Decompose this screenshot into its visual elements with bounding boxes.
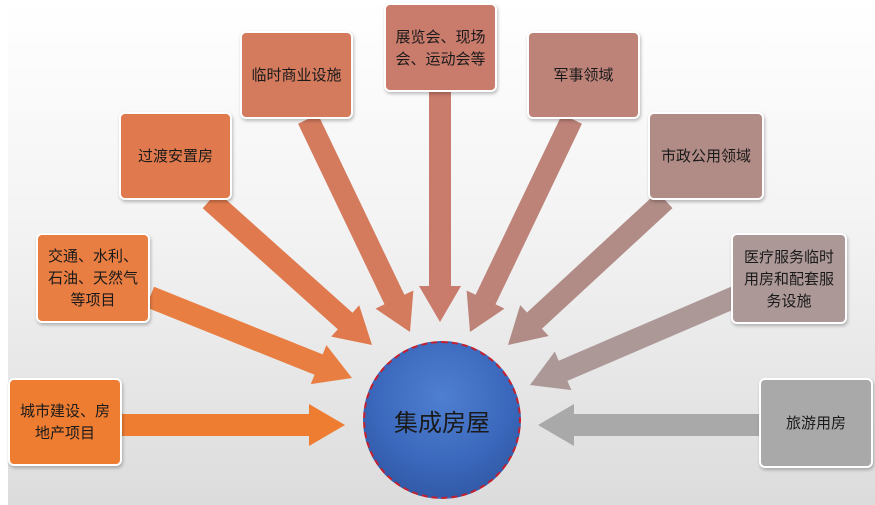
node-military-label: 军事领域 xyxy=(553,66,614,84)
node-tourism-label: 旅游用房 xyxy=(785,414,846,432)
node-tourism: 旅游用房 xyxy=(759,378,873,468)
center-node-label: 集成房屋 xyxy=(394,408,490,437)
node-transport-label: 交通、水利、石油、天然气等项目 xyxy=(47,247,138,309)
node-medical-label: 医疗服务临时用房和配套服务设施 xyxy=(743,247,834,310)
node-transition: 过渡安置房 xyxy=(119,112,232,200)
arrow-urban xyxy=(122,404,345,446)
arrow-military xyxy=(466,114,582,332)
arrow-municipal xyxy=(508,191,673,345)
arrow-medical xyxy=(530,286,740,391)
node-temp-commercial-label: 临时商业设施 xyxy=(251,66,342,84)
node-municipal: 市政公用领域 xyxy=(648,112,764,200)
arrow-exhibition xyxy=(419,92,461,322)
node-urban-label: 城市建设、房地产项目 xyxy=(19,402,110,442)
arrow-transport xyxy=(145,286,352,385)
node-urban: 城市建设、房地产项目 xyxy=(8,378,122,466)
center-node: 集成房屋 xyxy=(363,341,521,499)
arrow-transition xyxy=(202,191,372,345)
node-temp-commercial: 临时商业设施 xyxy=(240,31,353,119)
node-transport: 交通、水利、石油、天然气等项目 xyxy=(36,233,150,323)
arrow-tourism xyxy=(538,404,759,446)
node-military: 军事领域 xyxy=(527,31,640,119)
node-medical: 医疗服务临时用房和配套服务设施 xyxy=(731,233,847,324)
node-exhibition-label: 展览会、现场会、运动会等 xyxy=(395,27,486,68)
node-municipal-label: 市政公用领域 xyxy=(660,147,751,165)
arrow-temp-commercial xyxy=(298,114,414,332)
node-transition-label: 过渡安置房 xyxy=(137,147,213,165)
node-exhibition: 展览会、现场会、运动会等 xyxy=(384,3,497,92)
